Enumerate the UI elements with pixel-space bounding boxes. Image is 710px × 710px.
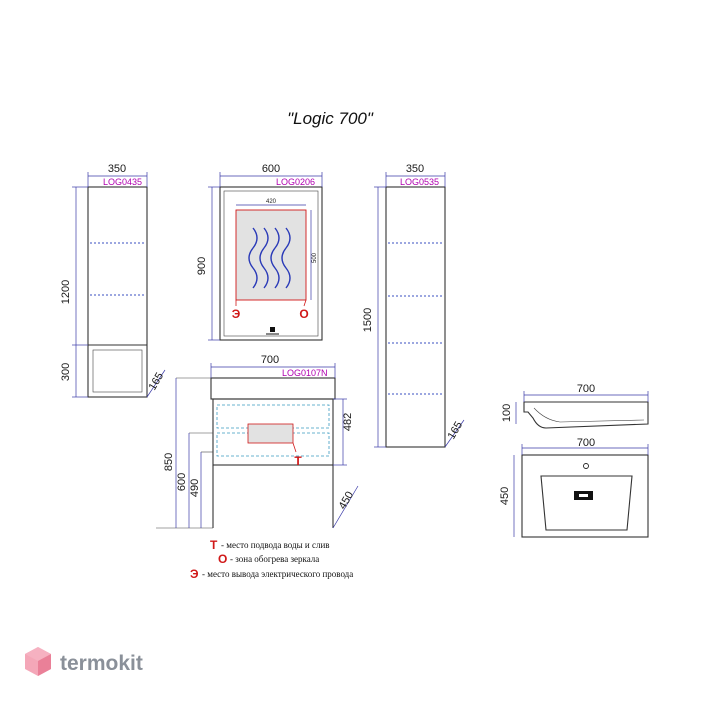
- legend-text: - зона обогрева зеркала: [230, 554, 319, 564]
- vanity-height-490: 490: [189, 479, 201, 497]
- legend-mark: Т: [210, 538, 218, 552]
- vanity-unit: Т 700 LOG0107N 850 600 490 482 450: [156, 354, 359, 529]
- sink-top-outline: [521, 454, 649, 538]
- sink-top-width: 700: [577, 437, 595, 449]
- left-cabinet-height-upper: 1200: [60, 280, 72, 304]
- left-cabinet-open-niche: [92, 349, 143, 393]
- heating-wave-icon: [281, 227, 291, 289]
- tall-cabinet-width: 350: [406, 163, 424, 175]
- legend-item: О - зона обогрева зеркала: [218, 552, 319, 566]
- mirror-mark-e: Э: [232, 307, 241, 321]
- mirror-frame: [219, 186, 323, 341]
- sink-top-view: 700 450: [499, 437, 649, 538]
- tall-cabinet-height: 1500: [362, 308, 374, 332]
- legend-mark: Э: [190, 567, 199, 581]
- heating-wave-icon: [270, 227, 280, 289]
- left-cabinet-code: LOG0435: [103, 177, 142, 187]
- tall-cabinet: 350 LOG0535 1500 165: [362, 163, 465, 448]
- vanity-height-total: 850: [163, 453, 175, 471]
- mirror-width: 600: [262, 163, 280, 175]
- left-cabinet-width: 350: [108, 163, 126, 175]
- mirror-switch-icon: [270, 327, 275, 332]
- mirror-glass: [223, 190, 319, 337]
- sink-top-depth: 450: [499, 487, 511, 505]
- legend: Т - место подвода воды и слив О - зона о…: [190, 538, 353, 581]
- legend-item: Э - место вывода электрического провода: [190, 567, 353, 581]
- legend-item: Т - место подвода воды и слив: [210, 538, 330, 552]
- sink-side-profile: [523, 401, 649, 429]
- left-cabinet-body: [87, 186, 148, 398]
- vanity-plumbing-zone: [247, 423, 294, 444]
- sink-side-height: 100: [501, 404, 513, 422]
- tall-cabinet-body: [385, 186, 446, 448]
- drawing-title: "Logic 700": [287, 109, 374, 128]
- vanity-code: LOG0107N: [282, 368, 328, 378]
- left-wall-cabinet: 350 LOG0435 1200 300 165: [60, 163, 167, 398]
- heating-wave-icon: [259, 227, 269, 289]
- vanity-height-482: 482: [342, 413, 354, 431]
- heating-wave-icon: [248, 227, 258, 289]
- mirror-heater-height: 500: [312, 252, 318, 263]
- mirror-heater-width: 420: [266, 199, 277, 205]
- mirror-code: LOG0206: [276, 177, 315, 187]
- vanity-height-600: 600: [176, 473, 188, 491]
- brand-logo: termokit: [25, 647, 143, 676]
- sink-side-view: 700 100: [501, 383, 649, 429]
- left-cabinet-depth: 165: [147, 371, 167, 393]
- legend-text: - место подвода воды и слив: [221, 540, 330, 550]
- vanity-depth: 450: [337, 490, 357, 512]
- tall-cabinet-code: LOG0535: [400, 177, 439, 187]
- vanity-sink-top: [210, 377, 336, 400]
- mirror-height: 900: [196, 257, 208, 275]
- vanity-width: 700: [261, 354, 279, 366]
- vanity-mark-t: Т: [294, 454, 302, 468]
- vanity-body: [212, 398, 334, 466]
- mirror-mark-o: О: [299, 307, 308, 321]
- left-cabinet-height-lower: 300: [60, 363, 72, 381]
- brand-name: termokit: [60, 652, 143, 675]
- mirror: 420 500 Э О 600 LOG0206 900: [196, 163, 323, 341]
- legend-mark: О: [218, 552, 227, 566]
- legend-text: - место вывода электрического провода: [202, 569, 353, 579]
- sink-bowl: [540, 475, 633, 531]
- sink-side-width: 700: [577, 383, 595, 395]
- faucet-hole-icon: [583, 463, 589, 469]
